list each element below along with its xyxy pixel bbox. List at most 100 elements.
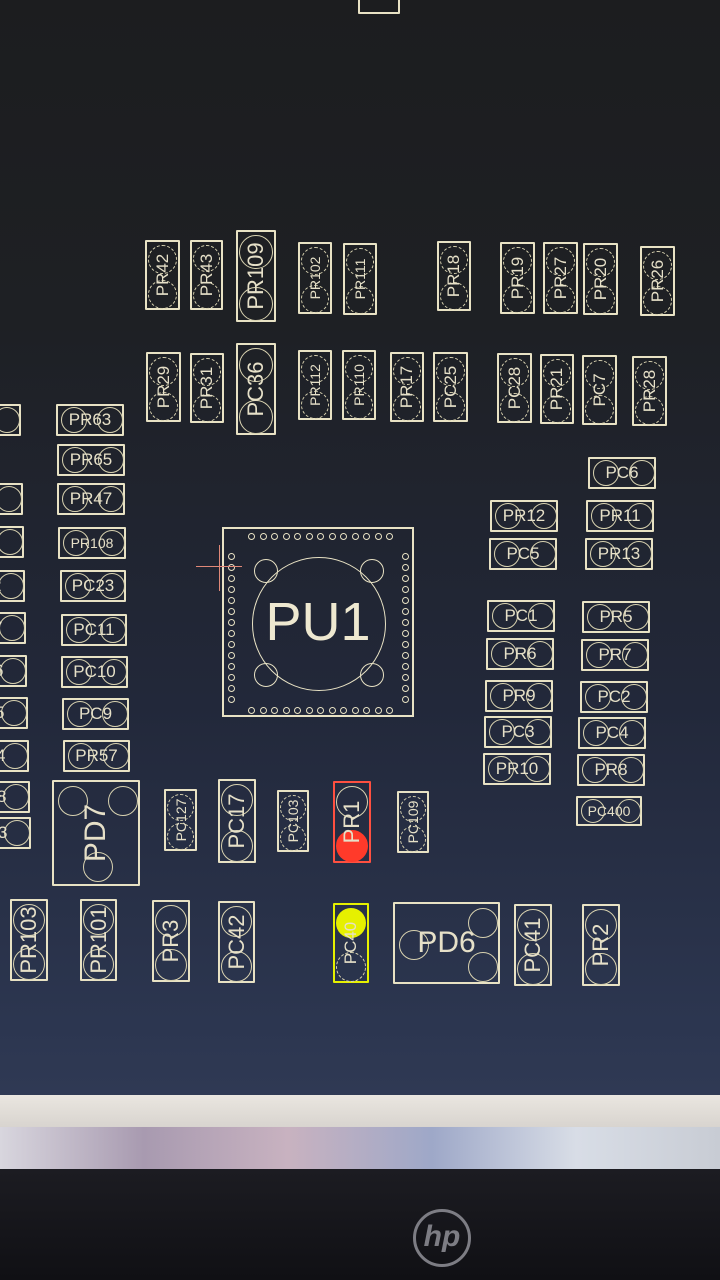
component-pc42[interactable]: PC42 <box>218 901 255 983</box>
component-pc11[interactable]: PC11 <box>61 614 127 646</box>
pad-icon <box>524 756 550 782</box>
pad-icon <box>495 503 521 529</box>
component-pr18[interactable]: PR18 <box>437 241 471 311</box>
component-pr21[interactable]: PR21 <box>540 354 574 424</box>
pin-icon <box>305 533 313 540</box>
component-pc4[interactable]: PC4 <box>578 717 646 749</box>
component-pc9[interactable]: PC9 <box>62 698 129 730</box>
pad-icon <box>345 391 373 419</box>
component-pc400[interactable]: PC400 <box>576 796 642 826</box>
component-pc1[interactable]: PC1 <box>487 600 555 632</box>
component-07[interactable]: 07 <box>0 612 26 644</box>
component-pc3[interactable]: PC3 <box>484 716 552 748</box>
component-label: PR112 <box>307 364 323 406</box>
component-pc25[interactable]: PC25 <box>433 352 468 422</box>
pad-icon <box>543 359 571 387</box>
component-pr109[interactable]: PR109 <box>236 230 276 322</box>
component-pr31[interactable]: PR31 <box>190 353 224 423</box>
pad-icon <box>489 719 515 745</box>
component-pr2[interactable]: PR2 <box>582 904 620 986</box>
mount-hole-icon <box>360 663 384 687</box>
pad-icon <box>517 909 549 941</box>
pin-icon <box>228 685 235 692</box>
component-pr11[interactable]: PR11 <box>586 500 654 532</box>
component-pr47[interactable]: PR47 <box>57 483 125 515</box>
component-pc6[interactable]: PC6 <box>588 457 656 489</box>
component-pr42[interactable]: PR42 <box>145 240 180 310</box>
component-pr108[interactable]: PR108 <box>58 527 126 559</box>
component-pr6[interactable]: PR6 <box>486 638 554 670</box>
component-pr111[interactable]: PR111 <box>343 243 377 315</box>
component-pc41[interactable]: PC41 <box>514 904 552 986</box>
component-pd6[interactable]: PD6 <box>393 902 500 984</box>
component-05[interactable]: 05 <box>0 697 28 729</box>
component-pr28[interactable]: PR28 <box>632 356 667 426</box>
component-06[interactable]: 06 <box>0 655 27 687</box>
component-pr29[interactable]: PR29 <box>146 352 181 422</box>
pad-icon <box>623 604 649 630</box>
component-pr26[interactable]: PR26 <box>640 246 675 316</box>
component-pr5[interactable]: PR5 <box>582 601 650 633</box>
component-pr9[interactable]: PR9 <box>485 680 553 712</box>
component-pr3[interactable]: PR3 <box>152 900 190 982</box>
chip-pu1[interactable]: PU1 <box>222 527 414 717</box>
component-pr102[interactable]: PR102 <box>298 242 332 314</box>
component-88[interactable]: 88 <box>0 781 30 813</box>
pad-icon <box>68 743 94 769</box>
component-04[interactable]: 04 <box>0 740 29 772</box>
component-pr63[interactable]: PR63 <box>56 404 124 436</box>
component-label: 06 <box>0 661 3 681</box>
pad-icon <box>221 951 252 982</box>
component-83[interactable]: 83 <box>0 817 31 849</box>
component-pr103[interactable]: PR103 <box>10 899 48 981</box>
pad-icon <box>526 683 552 709</box>
component-pc28[interactable]: PC28 <box>497 353 532 423</box>
component-pr112[interactable]: PR112 <box>298 350 332 420</box>
component-pc5[interactable]: PC5 <box>489 538 557 570</box>
component-pr1[interactable]: PR1 <box>333 781 371 863</box>
component-pr10[interactable]: PR10 <box>483 753 551 785</box>
pin-icon <box>374 533 382 540</box>
component-31[interactable]: 31 <box>0 526 24 558</box>
pad-icon <box>617 799 641 823</box>
component-pc103[interactable]: PC103 <box>277 790 309 852</box>
component-pr12[interactable]: PR12 <box>490 500 558 532</box>
component-pc2[interactable]: PC2 <box>580 681 648 713</box>
component-label: PR29 <box>153 365 173 409</box>
component-pr13[interactable]: PR13 <box>585 538 653 570</box>
component-pr20[interactable]: PR20 <box>583 243 618 315</box>
component-pc23[interactable]: PC23 <box>60 570 126 602</box>
component-pc7[interactable]: PC7 <box>582 355 617 425</box>
chip-label: PU1 <box>265 592 371 652</box>
component-pc109[interactable]: PC109 <box>397 791 429 853</box>
component-pr7[interactable]: PR7 <box>581 639 649 671</box>
pin-icon <box>271 707 278 714</box>
pin-icon <box>294 707 301 714</box>
component-pc127[interactable]: PC127 <box>164 789 197 851</box>
component-pr57[interactable]: PR57 <box>63 740 130 772</box>
pad-icon <box>221 784 253 816</box>
pad-icon <box>0 615 25 641</box>
component-pr8[interactable]: PR8 <box>577 754 645 786</box>
pad-icon <box>591 503 617 529</box>
component-label: PR8 <box>594 760 628 779</box>
pad-icon <box>491 641 517 667</box>
component-42[interactable]: 42 <box>0 570 25 602</box>
component-pr43[interactable]: PR43 <box>190 240 223 310</box>
component-pd7[interactable]: PD7 <box>52 780 140 886</box>
component-6[interactable]: 6 <box>0 404 21 436</box>
component-pc10[interactable]: PC10 <box>61 656 128 688</box>
component-pc17[interactable]: PC17 <box>218 779 256 863</box>
component-pr101[interactable]: PR101 <box>80 899 117 981</box>
component-9[interactable]: 9 <box>0 483 23 515</box>
pad-icon <box>585 953 617 985</box>
component-pr65[interactable]: PR65 <box>57 444 125 476</box>
component-pr17[interactable]: PR17 <box>390 352 424 422</box>
component-pc36[interactable]: PC36 <box>236 343 276 435</box>
partial-component[interactable] <box>358 0 400 14</box>
component-pr27[interactable]: PR27 <box>543 242 578 314</box>
component-pc40[interactable]: PC40 <box>333 903 369 983</box>
component-pr110[interactable]: PR110 <box>342 350 376 420</box>
component-pr19[interactable]: PR19 <box>500 242 535 314</box>
